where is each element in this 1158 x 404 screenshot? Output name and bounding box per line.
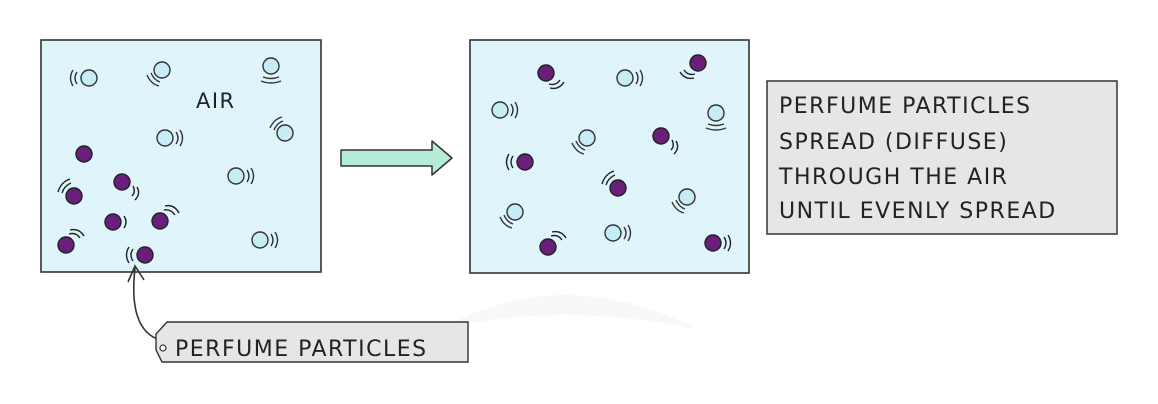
perfume-particle xyxy=(505,153,534,171)
container-after xyxy=(469,39,750,274)
perfume-particle xyxy=(75,145,93,163)
transition-arrow xyxy=(340,140,453,176)
air-particle xyxy=(499,203,524,229)
air-particles-before xyxy=(69,57,294,249)
perfume-particle xyxy=(601,170,627,197)
air-particles-after xyxy=(491,69,727,242)
perfume-particle xyxy=(704,234,732,252)
air-particle xyxy=(260,57,282,84)
air-label: AIR xyxy=(196,89,236,113)
perfume-particle xyxy=(151,204,180,230)
perfume-label: PERFUME PARTICLES xyxy=(175,337,428,362)
air-particle xyxy=(705,104,727,131)
container-before: AIR xyxy=(40,39,322,273)
air-particle xyxy=(604,224,632,242)
air-particle xyxy=(491,101,519,119)
explanation-line-1: PERFUME PARTICLES xyxy=(779,94,1032,119)
explanation-line-2: SPREAD (DIFFUSE) xyxy=(779,130,1008,155)
perfume-particle xyxy=(537,64,565,90)
perfume-particle xyxy=(113,173,140,201)
perfume-particle xyxy=(125,246,154,264)
explanation-line-4: UNTIL EVENLY SPREAD xyxy=(779,199,1057,224)
air-particle xyxy=(146,61,171,87)
air-particle xyxy=(156,129,184,147)
explanation-box: PERFUME PARTICLES SPREAD (DIFFUSE) THROU… xyxy=(766,80,1118,235)
air-particle xyxy=(616,69,644,87)
perfume-particles-before xyxy=(57,145,180,264)
perfume-particle xyxy=(57,178,83,205)
perfume-particles-after xyxy=(505,54,732,256)
perfume-label-tag: PERFUME PARTICLES xyxy=(155,321,469,363)
air-particle xyxy=(251,231,279,249)
explanation-line-3: THROUGH THE AIR xyxy=(778,165,1008,190)
pointer-arrow xyxy=(127,264,161,341)
watermark-shape xyxy=(440,295,700,330)
perfume-particle xyxy=(57,228,85,254)
air-particle xyxy=(69,69,98,87)
perfume-particle xyxy=(679,54,707,80)
air-particle xyxy=(227,167,255,185)
perfume-particle xyxy=(652,127,679,155)
air-particle xyxy=(671,188,696,214)
perfume-particle xyxy=(539,230,567,256)
air-particle xyxy=(571,129,596,155)
air-particle xyxy=(269,116,294,142)
perfume-particle xyxy=(104,213,127,231)
